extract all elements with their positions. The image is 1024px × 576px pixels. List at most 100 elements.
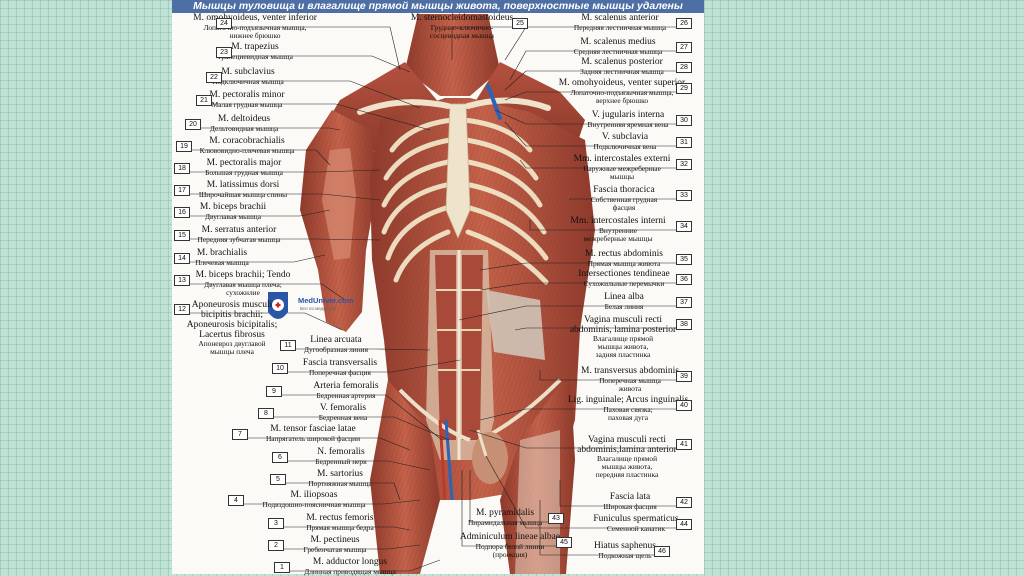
leader-line-37 <box>458 305 676 321</box>
latin-name: M. pyramidalis <box>475 508 535 518</box>
latin-name: M. coracobrachialis <box>209 136 285 146</box>
leader-line-46 <box>539 500 654 556</box>
callout-number-13: 13 <box>174 275 190 286</box>
latin-name: M. serratus anterior <box>201 225 277 235</box>
callout-number-7: 7 <box>232 429 248 440</box>
russian-name: Влагалище прямой <box>596 454 658 463</box>
leader-line-45 <box>461 470 556 547</box>
callout-number-12: 12 <box>174 304 190 315</box>
russian-name: Паховая связка; <box>603 404 653 414</box>
latin-name: Intersectiones tendineae <box>578 269 670 279</box>
callout-number-42: 42 <box>676 497 692 508</box>
leader-line-2 <box>284 544 421 550</box>
callout-number-31: 31 <box>676 137 692 148</box>
latin-name: Funiculus spermaticus <box>593 514 679 524</box>
russian-name: Бедренная артерия <box>316 390 376 400</box>
leader-line-19 <box>192 149 331 166</box>
callout-number-21: 21 <box>196 95 212 106</box>
latin-name: M. omohyoideus, venter superior <box>558 78 686 88</box>
callout-number-43: 43 <box>548 513 564 524</box>
russian-name: Прямая мышца бедра <box>306 522 374 532</box>
callout-number-26: 26 <box>676 18 692 29</box>
leader-line-41 <box>469 429 676 449</box>
torso-figure <box>300 14 595 574</box>
leader-line-44 <box>485 455 676 529</box>
leader-line-28 <box>504 70 676 91</box>
latin-name: M. scalenus anterior <box>581 13 659 23</box>
latin-name: V. subclavia <box>601 132 649 142</box>
leader-line-31 <box>504 121 676 147</box>
leader-line-42 <box>559 480 676 507</box>
callout-number-15: 15 <box>174 230 190 241</box>
latin-name: M. transversus abdominis <box>581 366 679 376</box>
callout-number-44: 44 <box>676 519 692 530</box>
russian-name: Поперечная фасция <box>309 367 371 377</box>
russian-name: паховая дуга <box>607 412 649 422</box>
callout-number-30: 30 <box>676 115 692 126</box>
latin-name: M. deltoideus <box>217 114 271 124</box>
leader-line-15 <box>190 238 381 241</box>
russian-name: Внутренние <box>598 225 638 235</box>
latin-name: M. scalenus posterior <box>581 57 663 67</box>
russian-name: верхнее брюшко <box>595 95 649 105</box>
russian-name: Подвздошно-поясничная мышца <box>262 499 366 509</box>
leader-line-21 <box>212 103 431 131</box>
leader-line-14 <box>190 254 326 263</box>
callout-number-6: 6 <box>272 452 288 463</box>
russian-name: Пирамидальная мышца <box>467 517 543 527</box>
leader-line-9 <box>282 394 443 441</box>
leader-line-32 <box>519 159 676 169</box>
russian-name: задняя пластинка <box>595 350 651 359</box>
callout-number-33: 33 <box>676 190 692 201</box>
latin-name: M. subclavius <box>221 67 275 77</box>
callout-number-39: 39 <box>676 371 692 382</box>
callout-number-14: 14 <box>174 253 190 264</box>
latin-name: Mm. intercostales interni <box>570 216 666 226</box>
russian-name: Трапециевидная мышца <box>217 51 293 61</box>
callout-number-5: 5 <box>270 474 286 485</box>
russian-name: Передняя зубчатая мышца <box>197 234 281 244</box>
leader-lines <box>190 26 676 572</box>
callout-number-19: 19 <box>176 141 192 152</box>
rectus-abdominis <box>435 255 456 440</box>
latin-name: M. sternocleidomastoideus <box>410 13 514 23</box>
russian-name: Наружные межреберные <box>583 163 661 173</box>
callout-number-24: 24 <box>216 18 232 29</box>
leader-line-10 <box>288 359 461 373</box>
russian-name: Сухожильные перемычки <box>583 278 665 288</box>
callout-number-35: 35 <box>676 254 692 265</box>
leader-line-4 <box>244 499 421 505</box>
russian-name: Семенной канатик <box>606 523 666 533</box>
russian-name: Лопаточно-подъязычная мышца, <box>570 87 674 97</box>
leader-line-30 <box>494 109 676 125</box>
inguinal-ligament <box>398 388 471 442</box>
callout-number-28: 28 <box>676 62 692 73</box>
callout-number-10: 10 <box>272 363 288 374</box>
russian-name: Средняя лестничная мышца <box>573 46 663 56</box>
callout-number-17: 17 <box>174 185 190 196</box>
latin-name: M. sartorius <box>317 469 363 479</box>
russian-name: Напрягатель широкой фасции <box>265 433 361 443</box>
leader-line-34 <box>529 220 676 231</box>
latin-name: Vagina musculi recti abdominis,lamina an… <box>577 435 677 455</box>
callout-number-11: 11 <box>280 340 296 351</box>
russian-name: Внутренняя яремная вена <box>587 119 669 129</box>
latin-name: Fascia thoracica <box>593 185 655 195</box>
latin-name: M. scalenus medius <box>580 37 656 47</box>
